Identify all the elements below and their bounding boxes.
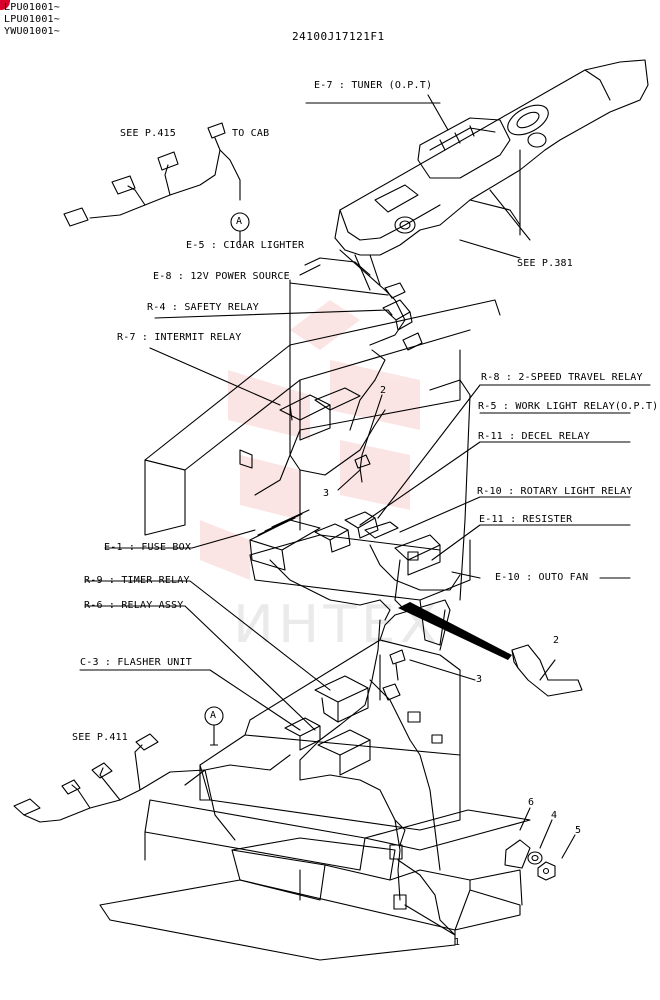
label-r7-intermit-relay: R-7 : INTERMIT RELAY xyxy=(117,332,242,343)
label-e11-resister: E-11 : RESISTER xyxy=(479,514,573,525)
part-number-4: 4 xyxy=(551,810,558,821)
circle-a-markers xyxy=(204,212,250,746)
pointer-band xyxy=(398,602,512,660)
label-r4-safety-relay: R-4 : SAFETY RELAY xyxy=(147,302,259,313)
serial-line-1: LPU01001~ xyxy=(4,2,60,13)
label-circle-a-top: A xyxy=(236,216,243,227)
part-number-5: 5 xyxy=(575,825,582,836)
label-e8-power-source: E-8 : 12V POWER SOURCE xyxy=(153,271,290,282)
label-see-p411: SEE P.411 xyxy=(72,732,128,743)
serial-line-3: YWU01001~ xyxy=(4,26,60,37)
corner-marker xyxy=(0,0,10,10)
line-art xyxy=(13,59,651,961)
serial-line-2: LPU01001~ xyxy=(4,14,60,25)
label-r9-timer-relay: R-9 : TIMER RELAY xyxy=(84,575,190,586)
label-r11-decel-relay: R-11 : DECEL RELAY xyxy=(478,431,590,442)
label-to-cab: TO CAB xyxy=(232,128,270,139)
label-circle-a-bottom: A xyxy=(210,710,217,721)
part-number-6: 6 xyxy=(528,797,535,808)
watermark-emblem xyxy=(200,300,420,580)
label-see-p381: SEE P.381 xyxy=(517,258,573,269)
label-e10-outo-fan: E-10 : OUTO FAN xyxy=(495,572,589,583)
label-r10-rotary-light-relay: R-10 : ROTARY LIGHT RELAY xyxy=(477,486,633,497)
document-number: 24100J17121F1 xyxy=(292,30,385,43)
label-r8-travel-relay: R-8 : 2-SPEED TRAVEL RELAY xyxy=(481,372,643,383)
part-number-3-right: 3 xyxy=(476,674,483,685)
label-see-p415: SEE P.415 xyxy=(120,128,176,139)
label-r5-work-light-relay: R-5 : WORK LIGHT RELAY(O.P.T) xyxy=(478,401,659,412)
part-number-2-right: 2 xyxy=(553,635,560,646)
part-number-2-upper: 2 xyxy=(380,385,387,396)
part-number-3-upper: 3 xyxy=(323,488,330,499)
label-c3-flasher-unit: C-3 : FLASHER UNIT xyxy=(80,657,192,668)
label-e1-fuse-box: E-1 : FUSE BOX xyxy=(104,542,192,553)
label-e5-cigar-lighter: E-5 : CIGAR LIGHTER xyxy=(186,240,305,251)
label-r6-relay-assy: R-6 : RELAY ASSY xyxy=(84,600,184,611)
label-e7-tuner: E-7 : TUNER (O.P.T) xyxy=(314,80,433,91)
part-number-1: 1 xyxy=(454,937,461,948)
watermark-text: ИНТЕХ xyxy=(233,595,442,655)
